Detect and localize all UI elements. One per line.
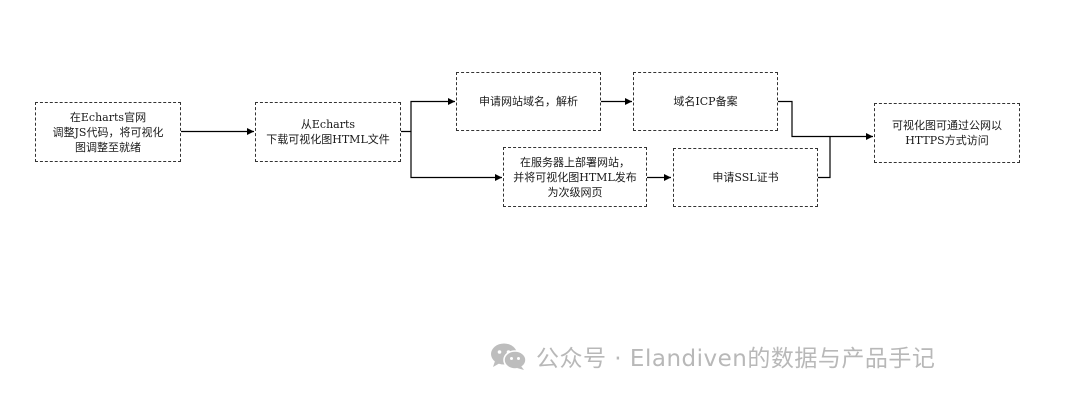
watermark: 公众号 · Elandiven的数据与产品手记 [488, 338, 935, 374]
edge-n2-n3 [401, 98, 455, 133]
edge-n4-n7 [778, 100, 873, 140]
edge-n2-n5 [410, 131, 502, 181]
node-icp-filing: 域名ICP备案 [633, 72, 778, 131]
edge-n6-n7 [818, 136, 831, 179]
node-deploy-server: 在服务器上部署网站， 并将可视化图HTML发布 为次级网页 [503, 147, 647, 207]
watermark-text: 公众号 · Elandiven的数据与产品手记 [536, 346, 936, 372]
node-download-html: 从Echarts 下载可视化图HTML文件 [255, 102, 401, 162]
node-public-https: 可视化图可通过公网以 HTTPS方式访问 [874, 103, 1020, 163]
node-apply-domain: 申请网站域名，解析 [456, 72, 601, 131]
node-apply-ssl: 申请SSL证书 [673, 148, 818, 207]
node-adjust-echarts: 在Echarts官网 调整JS代码，将可视化 图调整至就绪 [35, 102, 181, 162]
wechat-icon [491, 343, 527, 370]
